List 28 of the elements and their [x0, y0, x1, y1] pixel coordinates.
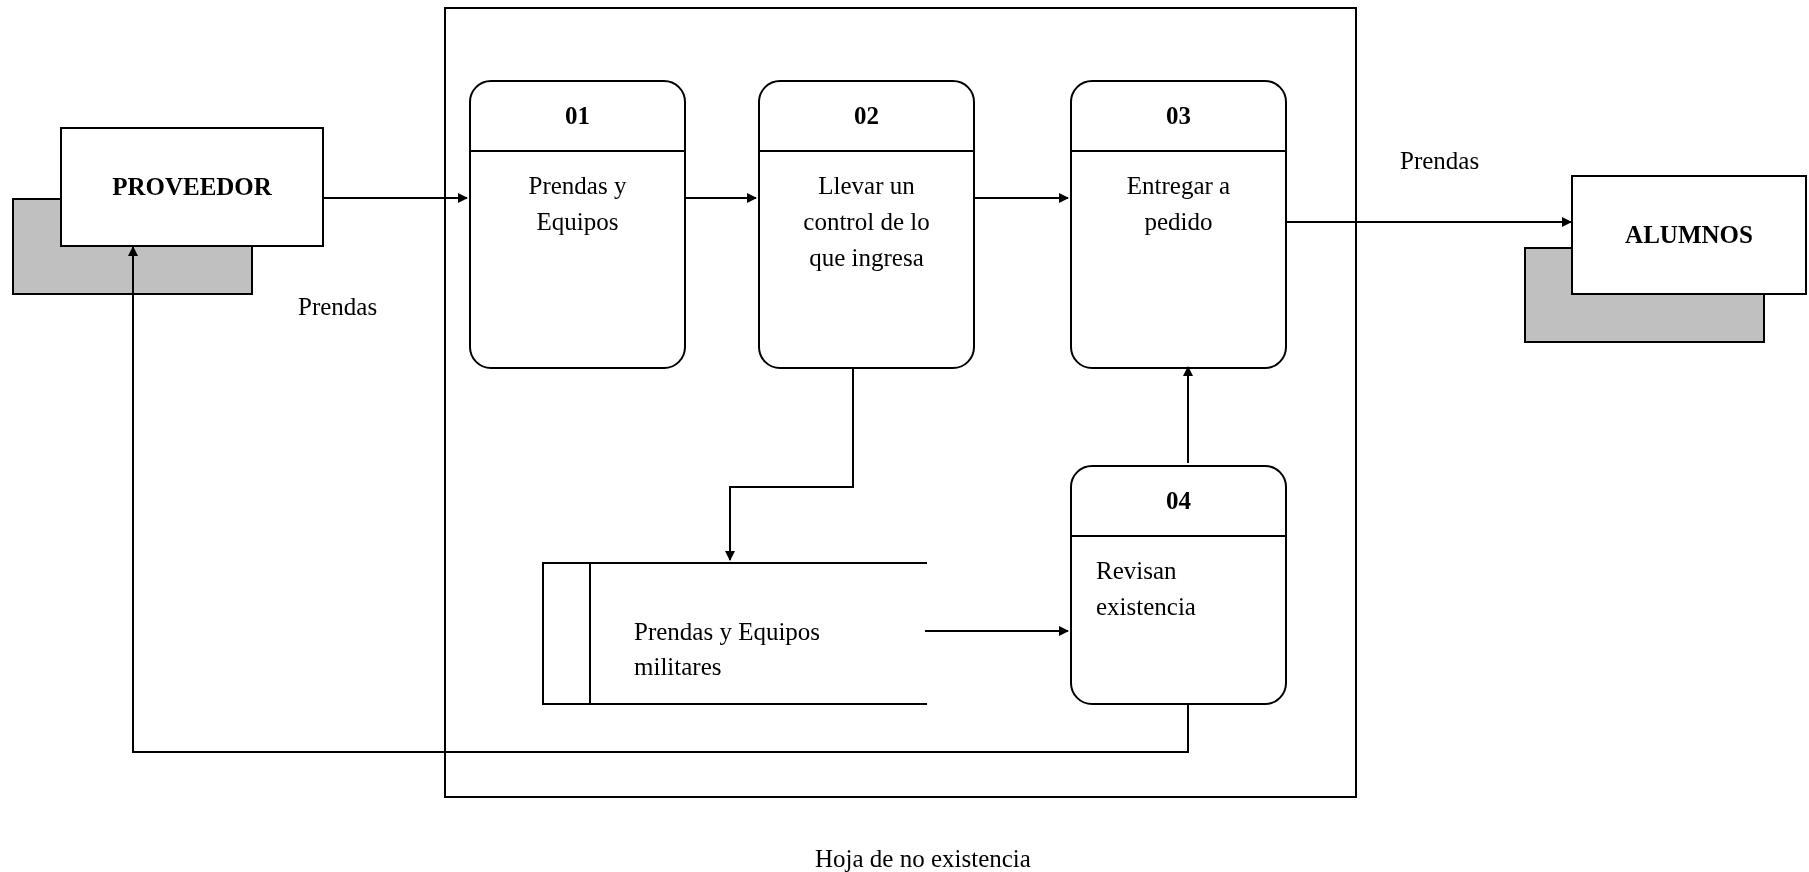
process-box: [758, 80, 975, 369]
entity-name: PROVEEDOR: [112, 172, 272, 203]
process-text: Prendas y Equipos: [528, 172, 627, 235]
arrow: [683, 193, 757, 203]
system-boundary: [444, 7, 1357, 798]
process-box: [469, 80, 686, 369]
arrow: [1183, 366, 1193, 464]
process-text: Entregar a pedido: [1126, 172, 1231, 235]
entity-box: [1571, 175, 1807, 295]
process-number: 02: [854, 101, 879, 132]
process-box: [1070, 80, 1287, 369]
process-box: [1070, 465, 1287, 705]
arrow: [323, 193, 468, 203]
process-number: 01: [565, 101, 590, 132]
store-text: Prendas y Equipos militares: [634, 618, 821, 680]
arrow: [972, 193, 1069, 203]
arrow: [128, 246, 1189, 753]
process-text: Llevar un control de lo que ingresa: [803, 172, 930, 271]
note-text: Hoja de no existencia: [815, 844, 1031, 872]
data-store: [542, 562, 927, 705]
arrow: [924, 626, 1069, 636]
process-number: 04: [1166, 486, 1191, 517]
entity-box: [60, 127, 324, 247]
arrow: [1284, 217, 1572, 227]
arrow: [725, 366, 854, 561]
process-text: Revisan existencia: [1096, 557, 1196, 620]
entity-name: ALUMNOS: [1625, 220, 1753, 251]
process-number: 03: [1166, 101, 1191, 132]
